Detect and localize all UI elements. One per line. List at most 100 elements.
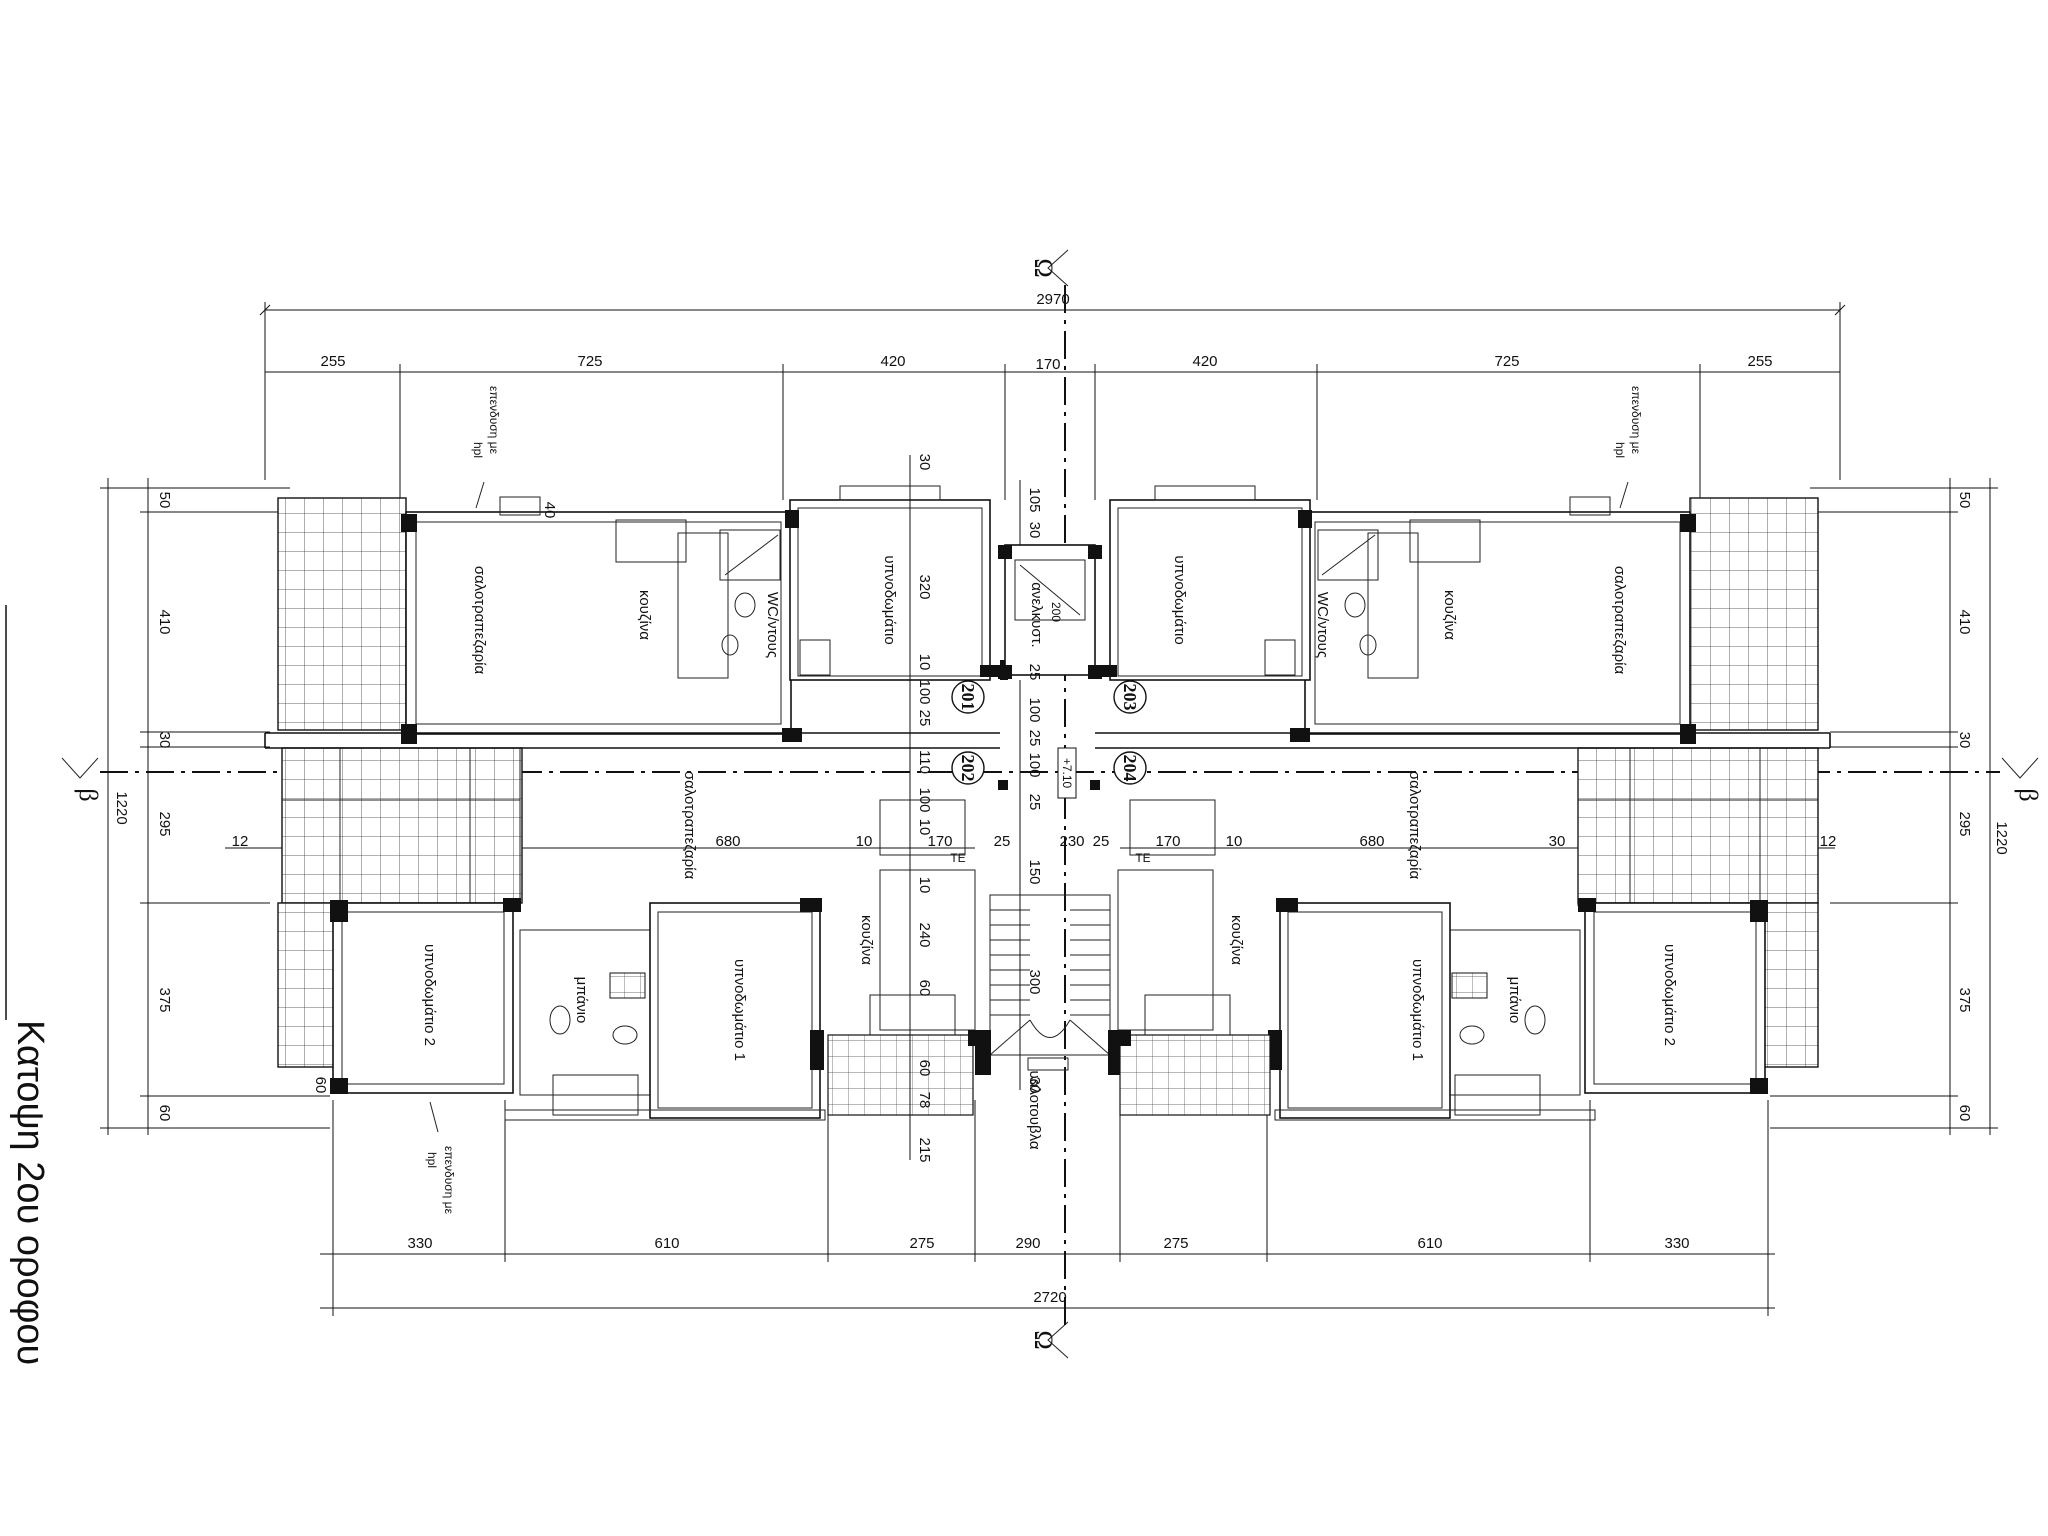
label-living-lower-left: σαλοτραπεζαρία bbox=[681, 771, 698, 880]
svg-text:201: 201 bbox=[958, 684, 978, 711]
dim-bottom-2720: 2720 bbox=[1033, 1289, 1066, 1306]
svg-text:300: 300 bbox=[1026, 969, 1043, 994]
label-te-left: ΤΕ bbox=[950, 851, 965, 865]
section-mark-bottom: Ω bbox=[1029, 1321, 1069, 1359]
label-bedroom-top-right: υπνοδωμάτιο bbox=[1171, 555, 1188, 644]
left-small-balcony bbox=[827, 1034, 974, 1116]
label-bath-right: μπάνιο bbox=[1506, 977, 1523, 1024]
section-mark-top: Ω bbox=[1029, 249, 1069, 287]
svg-text:10: 10 bbox=[916, 819, 933, 836]
apartment-201: 201 bbox=[951, 680, 985, 714]
svg-text:215: 215 bbox=[916, 1137, 933, 1162]
dim-bottom-seg-7: 330 bbox=[1664, 1235, 1689, 1252]
left-living-upper bbox=[405, 511, 792, 735]
svg-text:204: 204 bbox=[1120, 755, 1140, 782]
dim-inner-680-right: 680 bbox=[1359, 833, 1384, 850]
dim-left-410: 410 bbox=[156, 609, 173, 634]
cladding-note-right-top: επενδυση με hpl bbox=[1613, 386, 1643, 509]
right-bedroom-top bbox=[1109, 499, 1311, 681]
svg-text:25: 25 bbox=[916, 710, 933, 727]
svg-text:25: 25 bbox=[1026, 794, 1043, 811]
svg-text:επενδυση με: επενδυση με bbox=[487, 386, 501, 455]
dim-right-295: 295 bbox=[1956, 811, 1973, 836]
lift-shaft bbox=[1014, 559, 1086, 621]
plan-title: Κατοψη 2ου οροφου bbox=[9, 1020, 51, 1365]
svg-text:100: 100 bbox=[1026, 697, 1043, 722]
label-wc-right: WC/ντους bbox=[1314, 592, 1331, 658]
dim-bottom-segments: 330 610 275 290 275 610 330 bbox=[320, 1100, 1775, 1262]
core bbox=[975, 544, 1124, 1075]
svg-text:110: 110 bbox=[916, 750, 933, 774]
dim-right-30: 30 bbox=[1956, 732, 1973, 749]
right-small-balcony bbox=[1119, 1034, 1271, 1116]
right-wing bbox=[1095, 485, 1831, 1121]
right-living-upper bbox=[1304, 511, 1691, 735]
dim-bottom-overall: 2720 bbox=[320, 1262, 1775, 1316]
left-balcony-middle bbox=[281, 747, 523, 904]
label-bedroom2-left: υπνοδωμάτιο 2 bbox=[421, 944, 438, 1046]
svg-text:β: β bbox=[74, 788, 103, 801]
dim-stair-vertical: 30 320 10 100 25 110 100 10 10 240 60 60… bbox=[909, 454, 933, 1163]
level-marker: +7.10 bbox=[1057, 747, 1077, 799]
dim-top-seg-4: 170 bbox=[1035, 356, 1060, 373]
label-living-upper-right: σαλοτραπεζαρία bbox=[1611, 566, 1628, 675]
dim-right: 50 410 30 295 375 60 1220 bbox=[1770, 478, 2010, 1135]
left-bedroom-1 bbox=[649, 902, 821, 1119]
dim-left-50: 50 bbox=[156, 492, 173, 509]
dim-right-60: 60 bbox=[1956, 1105, 1973, 1122]
dim-bottom-seg-6: 610 bbox=[1417, 1235, 1442, 1252]
dim-bottom-seg-5: 275 bbox=[1163, 1235, 1188, 1252]
label-bedroom1-left: υπνοδωμάτιο 1 bbox=[731, 959, 748, 1061]
dim-bottom-seg-2: 610 bbox=[654, 1235, 679, 1252]
label-lift: ανελκυστ. bbox=[1028, 582, 1045, 647]
svg-text:240: 240 bbox=[916, 922, 933, 947]
apartment-204: 204 bbox=[1113, 751, 1147, 785]
dim-right-410: 410 bbox=[1956, 609, 1973, 634]
svg-text:30: 30 bbox=[1026, 522, 1043, 539]
dim-top-seg-6: 725 bbox=[1494, 353, 1519, 370]
dim-left-30: 30 bbox=[156, 732, 173, 749]
dim-top-seg-2: 725 bbox=[577, 353, 602, 370]
svg-text:203: 203 bbox=[1120, 684, 1140, 711]
dim-inner-10-right: 10 bbox=[1226, 833, 1243, 850]
right-balcony-middle bbox=[1577, 747, 1819, 904]
svg-text:30: 30 bbox=[916, 454, 933, 471]
svg-text:320: 320 bbox=[916, 574, 933, 599]
label-lift-size: 200 bbox=[1049, 602, 1063, 622]
dim-inner-170-left: 170 bbox=[927, 833, 952, 850]
dim-inner-10-left: 10 bbox=[856, 833, 873, 850]
dim-top-seg-7: 255 bbox=[1747, 353, 1772, 370]
svg-text:60: 60 bbox=[916, 980, 933, 997]
svg-text:25: 25 bbox=[1026, 730, 1043, 747]
apartment-203: 203 bbox=[1113, 680, 1147, 714]
cladding-note-left-top: επενδυση με hpl bbox=[471, 386, 501, 509]
dim-left-60: 60 bbox=[156, 1105, 173, 1122]
left-wing bbox=[264, 485, 1008, 1121]
section-mark-right: β bbox=[2001, 757, 2043, 802]
dim-inner-12-left: 12 bbox=[232, 833, 249, 850]
svg-text:150: 150 bbox=[1026, 859, 1043, 884]
dim-inner-680-left: 680 bbox=[715, 833, 740, 850]
svg-text:hpl: hpl bbox=[425, 1152, 439, 1168]
left-balcony-upper bbox=[277, 497, 407, 731]
dim-inner-30-right: 30 bbox=[1549, 833, 1566, 850]
svg-text:60: 60 bbox=[916, 1060, 933, 1077]
label-bath-left: μπάνιο bbox=[573, 977, 590, 1024]
dim-left: 50 410 30 295 375 60 1220 bbox=[100, 478, 330, 1135]
svg-text:78: 78 bbox=[916, 1092, 933, 1109]
dim-inner-25-left: 25 bbox=[994, 833, 1011, 850]
dim-right-1220: 1220 bbox=[1993, 821, 2010, 854]
dim-top-seg-1: 255 bbox=[320, 353, 345, 370]
svg-text:επενδυση με: επενδυση με bbox=[1629, 386, 1643, 455]
staircase bbox=[989, 894, 1111, 1056]
svg-text:+7.10: +7.10 bbox=[1060, 758, 1074, 789]
dim-left-375: 375 bbox=[156, 987, 173, 1012]
left-balcony-lower bbox=[277, 902, 337, 1068]
svg-text:β: β bbox=[2014, 788, 2043, 801]
dim-top-overall: 2970 bbox=[259, 291, 1846, 480]
svg-text:Ω: Ω bbox=[1029, 1330, 1058, 1349]
label-bedroom-top-left: υπνοδωμάτιο bbox=[881, 555, 898, 644]
cladding-note-left-bottom: επενδυση με hpl bbox=[425, 1101, 456, 1215]
section-mark-left: β bbox=[61, 757, 103, 802]
